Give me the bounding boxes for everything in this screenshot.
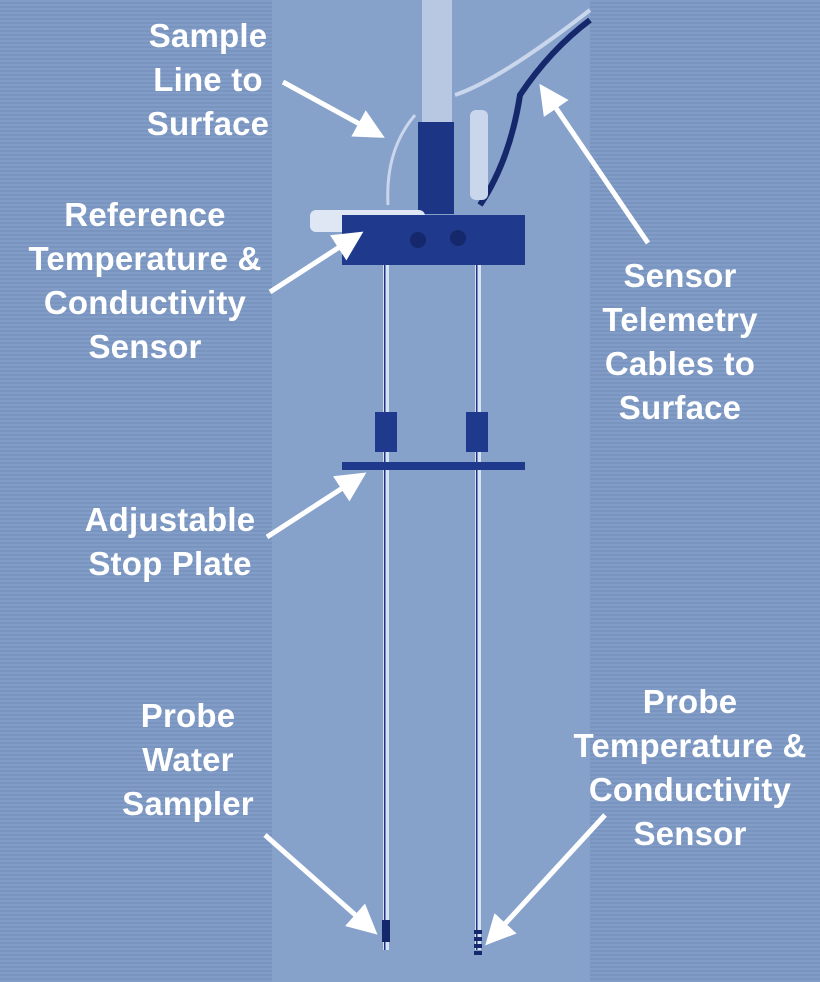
stop-plate — [342, 462, 525, 470]
pole-sleeve — [418, 122, 454, 214]
label-stop-plate: Adjustable Stop Plate — [84, 501, 256, 582]
probe-sensor-tip — [474, 951, 482, 955]
label-probe-sensor: Probe Temperature & Conductivity Sensor — [573, 683, 807, 852]
label-sample-line: Sample Line to Surface — [146, 17, 270, 142]
upper-pole — [422, 0, 452, 125]
collar-right — [466, 412, 488, 452]
arrow-telemetry-cables — [539, 83, 651, 245]
arrow-stop-plate — [265, 472, 367, 540]
sampler-rod — [383, 265, 389, 950]
label-telemetry-cables: Sensor Telemetry Cables to Surface — [602, 257, 758, 426]
arrow-probe-sensor — [485, 813, 607, 946]
label-reference-sensor: Reference Temperature & Conductivity Sen… — [28, 196, 262, 365]
arrow-water-sampler — [263, 833, 378, 935]
collar-left — [375, 412, 397, 452]
arrow-sample-line — [281, 79, 385, 138]
manifold-block — [342, 215, 525, 265]
sample-line-tube — [386, 114, 417, 206]
water-sampler-tip — [382, 920, 390, 942]
telemetry-cable-light — [454, 8, 592, 97]
telemetry-cable-dark — [477, 17, 592, 207]
label-water-sampler: Probe Water Sampler — [122, 697, 254, 822]
arrow-reference-sensor — [268, 231, 364, 295]
cable-strain-relief — [470, 110, 488, 200]
sensor-rod — [475, 265, 481, 950]
